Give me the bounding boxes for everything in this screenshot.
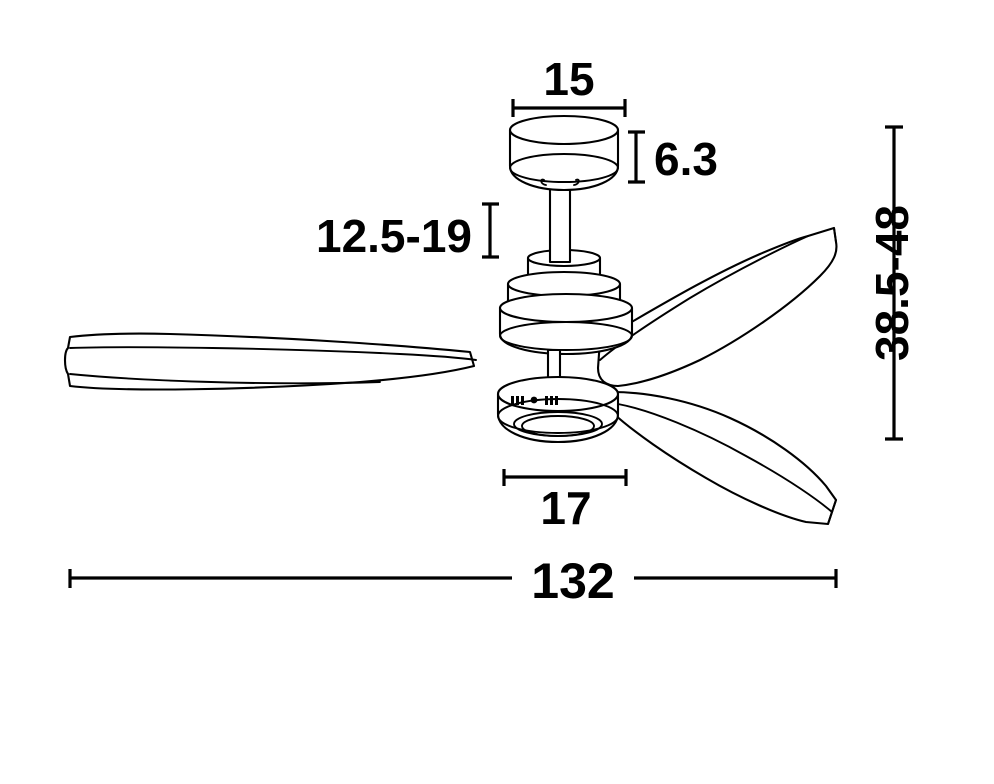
light-kit — [496, 375, 620, 444]
overall-height-dimension: 38.5-48 — [866, 125, 918, 441]
blade-lower-right — [605, 390, 838, 526]
canopy-width-dimension: 15 — [511, 53, 627, 117]
blade-upper-right — [596, 226, 838, 388]
light-kit-width-label: 17 — [540, 482, 591, 534]
downrod-length-dimension: 12.5-19 — [316, 202, 499, 262]
canopy-height-dimension: 6.3 — [628, 130, 718, 185]
overall-height-label: 38.5-48 — [866, 205, 918, 361]
canopy-width-label: 15 — [543, 53, 594, 105]
blade-span-dimension: 132 — [68, 553, 838, 609]
fan-assembly — [63, 114, 838, 526]
downrod-length-label: 12.5-19 — [316, 210, 472, 262]
canopy — [508, 114, 620, 192]
blade-span-label: 132 — [531, 553, 614, 609]
light-kit-controls — [511, 396, 558, 405]
light-kit-width-dimension: 17 — [502, 469, 628, 534]
canopy-height-label: 6.3 — [654, 133, 718, 185]
blade-left — [63, 332, 477, 391]
downrod — [548, 180, 572, 264]
